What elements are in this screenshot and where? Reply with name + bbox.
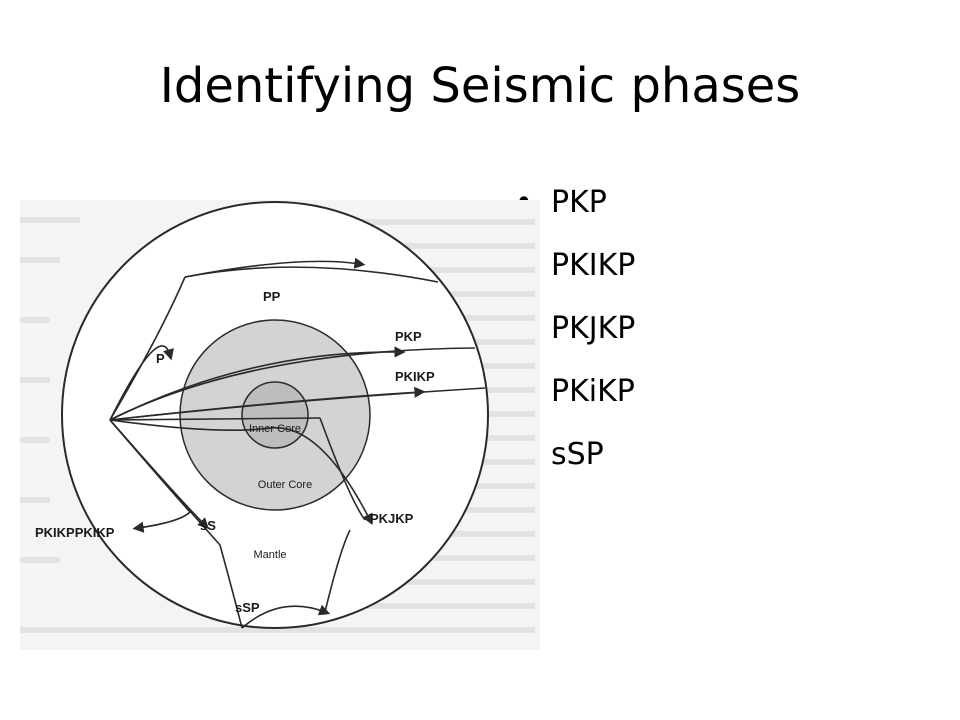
inner-core-label: Inner Core — [249, 423, 301, 435]
mantle-label: Mantle — [253, 549, 286, 561]
ray-paths — [109, 257, 486, 629]
phase-label-pkjkp: PKJKP — [370, 511, 414, 526]
raypath-svg: Inner Core Outer Core Mantle PP P PKP PK… — [20, 200, 540, 650]
ray-straight — [109, 417, 321, 421]
phase-label-p: P — [156, 351, 165, 366]
outer-core-label: Outer Core — [258, 479, 312, 491]
phase-label-pkikp: PKIKP — [395, 369, 435, 384]
ray-p-up — [109, 276, 186, 421]
phase-label-pp: PP — [263, 289, 281, 304]
earth-raypath-diagram: Inner Core Outer Core Mantle PP P PKP PK… — [20, 200, 540, 650]
phase-label-pkikppkikp: PKIKPPKIKP — [35, 525, 115, 540]
phase-label-ssp: sSP — [235, 600, 260, 615]
ray-ssp — [241, 604, 331, 629]
inner-core-circle — [241, 381, 309, 449]
phase-label-pkp: PKP — [395, 329, 422, 344]
slide-title: Identifying Seismic phases — [159, 58, 801, 114]
phase-label-ss: sS — [200, 518, 216, 533]
